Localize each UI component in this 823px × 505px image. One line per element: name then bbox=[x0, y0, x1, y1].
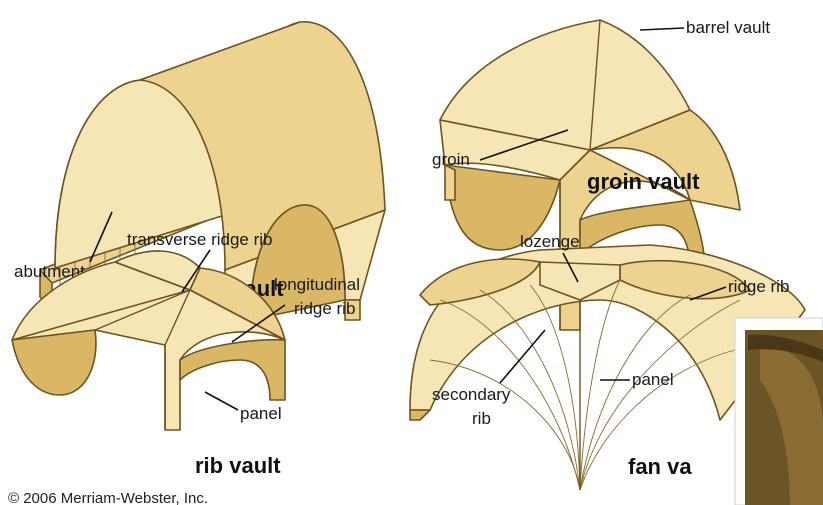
label-transverse-ridge-rib: transverse ridge rib bbox=[127, 230, 273, 249]
label-rib-fan: rib bbox=[472, 409, 491, 428]
label-groin: groin bbox=[432, 150, 470, 169]
label-lozenge: lozenge bbox=[520, 232, 580, 251]
leader-panel-rib bbox=[205, 392, 238, 410]
label-secondary: secondary bbox=[432, 385, 511, 404]
label-ridge-rib-fan: ridge rib bbox=[728, 277, 789, 296]
label-longitudinal: longitudinal bbox=[274, 275, 360, 294]
copyright-text: © 2006 Merriam-Webster, Inc. bbox=[8, 490, 208, 505]
label-panel-rib: panel bbox=[240, 404, 282, 423]
title-fan-vault: fan va bbox=[628, 454, 692, 479]
label-panel-fan: panel bbox=[632, 370, 674, 389]
label-barrel-vault: barrel vault bbox=[686, 18, 770, 37]
leader-secondary-rib bbox=[500, 330, 545, 383]
title-groin-vault: groin vault bbox=[587, 169, 700, 194]
title-rib-vault: rib vault bbox=[195, 453, 281, 478]
label-ridge-rib: ridge rib bbox=[294, 299, 355, 318]
photo-thumbnail[interactable] bbox=[735, 318, 823, 505]
leader-barrel-vault bbox=[640, 28, 684, 30]
